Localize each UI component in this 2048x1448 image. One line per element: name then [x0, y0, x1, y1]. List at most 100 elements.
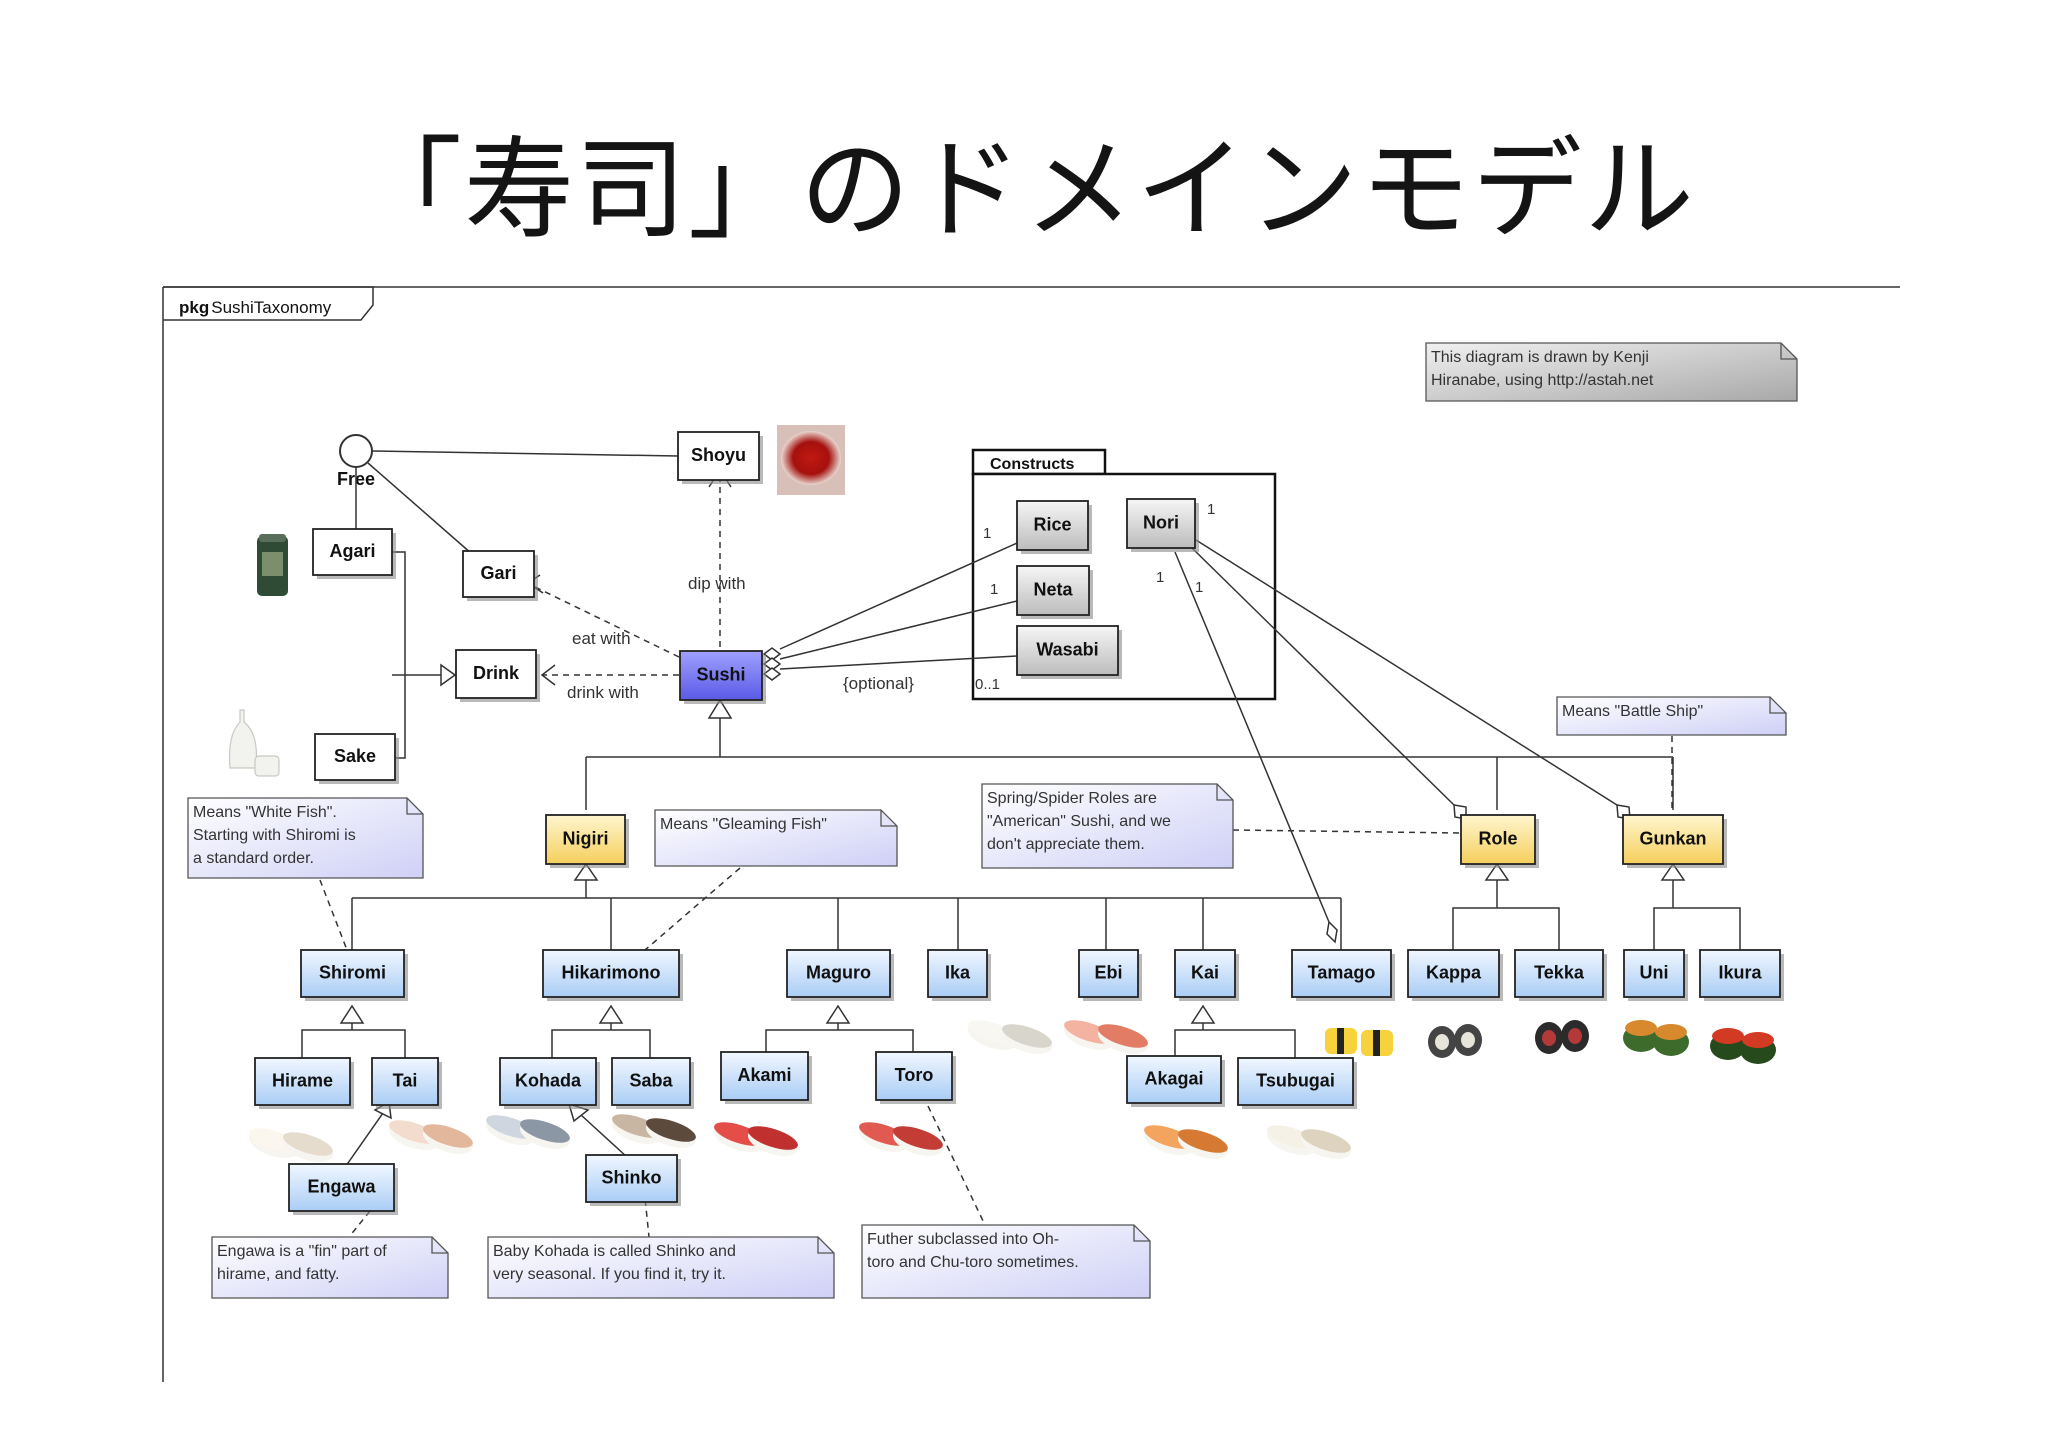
pkg-name: SushiTaxonomy — [211, 298, 332, 317]
note-author-line: Hiranabe, using http://astah.net — [1431, 372, 1654, 389]
class-neta-label: Neta — [1033, 579, 1073, 599]
class-shiromi: Shiromi — [300, 949, 408, 1001]
sushi-photo-icon — [388, 1120, 474, 1154]
constructs-label: Constructs — [990, 456, 1075, 473]
class-sushi: Sushi — [679, 650, 766, 704]
class-role-label: Role — [1478, 828, 1517, 848]
class-sake-label: Sake — [334, 746, 376, 766]
class-engawa-label: Engawa — [307, 1176, 376, 1196]
class-hirame: Hirame — [254, 1057, 354, 1109]
class-gunkan: Gunkan — [1622, 814, 1727, 868]
rice-mult: 1 — [983, 525, 991, 542]
class-rice-label: Rice — [1033, 514, 1071, 534]
class-toro-label: Toro — [895, 1065, 934, 1085]
role-gen-arrow — [1484, 862, 1510, 881]
photo-layer — [248, 1020, 1776, 1162]
class-shinko: Shinko — [585, 1154, 681, 1206]
sushi-rice-line — [779, 542, 1018, 650]
note-white-fish-line: a standard order. — [193, 850, 314, 867]
sushi-wasabi-line — [779, 655, 1018, 670]
nigiri-gen-arrow — [573, 862, 599, 881]
class-uni-label: Uni — [1640, 962, 1669, 982]
class-kohada: Kohada — [499, 1057, 600, 1109]
wasabi-mult: 0..1 — [975, 676, 1000, 693]
class-ikura: Ikura — [1699, 949, 1784, 1001]
free-interface — [339, 434, 373, 468]
class-drink-label: Drink — [473, 663, 520, 683]
class-ikura-label: Ikura — [1718, 962, 1762, 982]
tea-cup-icon — [257, 534, 288, 596]
class-role: Role — [1460, 814, 1539, 868]
nori-mult: 1 — [1207, 501, 1215, 518]
role-gen-bar — [1452, 907, 1560, 950]
sake-bottle-icon — [228, 709, 280, 777]
frame-tab — [163, 286, 374, 321]
class-kai: Kai — [1174, 949, 1239, 1001]
class-maguro: Maguro — [786, 949, 894, 1001]
sushi-photo-icon — [1063, 1020, 1149, 1054]
class-shinko-label: Shinko — [601, 1167, 661, 1187]
class-kohada-label: Kohada — [515, 1070, 582, 1090]
note-toro: Futher subclassed into Oh-toro and Chu-t… — [861, 1224, 1151, 1299]
class-maguro-label: Maguro — [806, 962, 871, 982]
class-kappa: Kappa — [1407, 949, 1503, 1001]
class-tamago: Tamago — [1291, 949, 1395, 1001]
shiromi-gen-bar — [301, 1029, 406, 1058]
kai-gen-arrow — [1190, 1004, 1216, 1024]
class-shiromi-label: Shiromi — [319, 962, 386, 982]
note-spring-spider-line: Spring/Spider Roles are — [987, 790, 1157, 807]
tamago-diamond — [1326, 920, 1338, 944]
class-sake: Sake — [314, 733, 399, 784]
class-gari: Gari — [462, 550, 538, 601]
class-kappa-label: Kappa — [1426, 962, 1482, 982]
shinko-line — [580, 1114, 628, 1158]
gleaming-fish-anchor — [644, 867, 741, 951]
class-shoyu-label: Shoyu — [691, 445, 746, 465]
class-layer: ShoyuAgariGariDrinkSakeSushiRiceNetaWasa… — [254, 431, 1784, 1215]
sushi-photo-icon — [713, 1122, 799, 1156]
nori-role-mult: 1 — [1195, 579, 1203, 596]
agari-sake-branch — [392, 551, 406, 759]
drink-gen-arrow — [440, 663, 457, 687]
note-engawa-line: Engawa is a "fin" part of — [217, 1243, 387, 1260]
class-wasabi-label: Wasabi — [1036, 639, 1098, 659]
sushi-gen-arrow — [707, 698, 733, 719]
class-gari-label: Gari — [480, 563, 516, 583]
class-neta: Neta — [1016, 565, 1093, 619]
class-kai-label: Kai — [1191, 962, 1219, 982]
nori-tamago-line — [1174, 551, 1330, 923]
note-white-fish-line: Starting with Shiromi is — [193, 827, 356, 844]
class-wasabi: Wasabi — [1016, 625, 1122, 679]
note-shinko-line: very seasonal. If you find it, try it. — [493, 1266, 726, 1283]
note-spring-spider: Spring/Spider Roles are "American" Sushi,… — [981, 783, 1234, 869]
sushi-photo-icon — [1143, 1125, 1229, 1159]
nori-gunkan-line — [1195, 539, 1618, 806]
class-tsubugai-label: Tsubugai — [1256, 1070, 1335, 1090]
wasabi-diamond — [762, 667, 782, 681]
sushi-photo-icon — [248, 1128, 334, 1162]
class-ebi-label: Ebi — [1094, 962, 1122, 982]
hikarimono-gen-bar — [551, 1029, 651, 1058]
neta-diamond — [762, 657, 782, 671]
note-author-line: This diagram is drawn by Kenji — [1431, 349, 1649, 366]
optional-label: {optional} — [843, 674, 914, 693]
class-nori-label: Nori — [1143, 512, 1179, 532]
class-gunkan-label: Gunkan — [1639, 828, 1706, 848]
free-gari-line — [367, 462, 473, 555]
spring-spider-anchor — [1232, 829, 1460, 834]
note-author: This diagram is drawn by KenjiHiranabe, … — [1425, 342, 1798, 402]
note-spring-spider-line: "American" Sushi, and we — [987, 813, 1171, 830]
note-gleaming-fish-line: Means "Gleaming Fish" — [660, 816, 827, 833]
white-fish-anchor — [319, 879, 348, 951]
note-white-fish: Means "White Fish".Starting with Shiromi… — [187, 797, 424, 879]
note-battle-ship-line: Means "Battle Ship" — [1562, 703, 1703, 720]
class-tai: Tai — [371, 1057, 442, 1109]
class-ika: Ika — [927, 949, 991, 1001]
class-hirame-label: Hirame — [272, 1070, 333, 1090]
shinko-note-anchor — [642, 1177, 650, 1238]
rice-diamond — [762, 647, 782, 661]
class-sushi-label: Sushi — [696, 664, 745, 684]
